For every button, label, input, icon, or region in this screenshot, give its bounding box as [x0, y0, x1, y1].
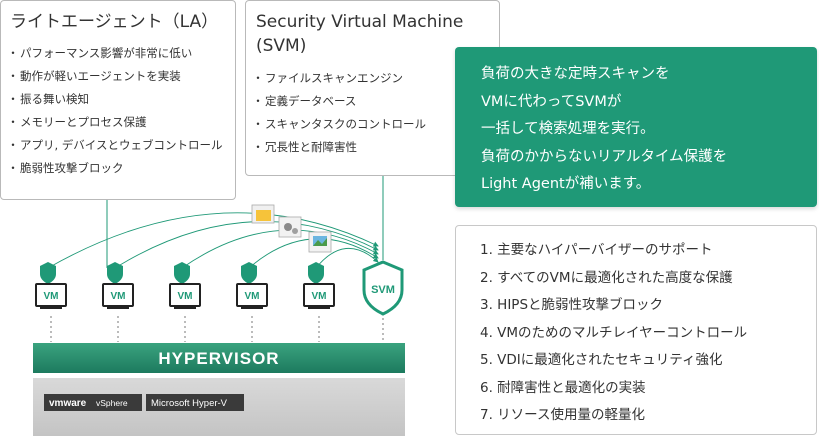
callout-text: 負荷の大きな定時スキャンを VMに代わってSVMが 一括して検索処理を実行。 負…	[481, 61, 727, 199]
list-item: ・メモリーとプロセス保護	[6, 111, 222, 134]
svm-shield-icon	[362, 260, 404, 316]
feature-item: 6. 耐障害性と最適化の実装	[480, 379, 646, 396]
list-item-text: 定義データベース	[265, 94, 357, 108]
svm-node: SVM	[362, 260, 404, 316]
feature-item: 3. HIPSと脆弱性攻撃ブロック	[480, 297, 664, 313]
bullet: ・	[7, 92, 19, 106]
list-item: ・スキャンタスクのコントロール	[251, 113, 426, 136]
list-item-text: 動作が軽いエージェントを実装	[20, 69, 181, 83]
list-item-text: 振る舞い検知	[20, 92, 89, 106]
scan-flow-line	[114, 221, 379, 269]
bullet: ・	[7, 161, 19, 175]
scan-flow-line	[315, 248, 379, 269]
bullet: ・	[7, 138, 19, 152]
features-list: 1. 主要なハイパーバイザーのサポート 2. すべてのVMに最適化された高度な保…	[480, 237, 747, 430]
light-agent-box: ライトエージェント（LA） ・パフォーマンス影響が非常に低い ・動作が軽いエージ…	[0, 0, 236, 200]
list-item-text: 冗長性と耐障害性	[265, 140, 357, 154]
image-file-icon	[308, 231, 332, 253]
vm-node: VM	[236, 262, 268, 309]
shield-icon	[107, 262, 123, 284]
svm-title: Security Virtual Machine (SVM)	[256, 12, 464, 56]
callout-line: VMに代わってSVMが	[481, 93, 622, 110]
vm-label: VM	[245, 291, 260, 302]
vm-node: VM	[102, 262, 134, 309]
svm-feature-list: ・ファイルスキャンエンジン ・定義データベース ・スキャンタスクのコントロール …	[251, 67, 426, 159]
list-item-text: メモリーとプロセス保護	[20, 115, 147, 129]
feature-item: 1. 主要なハイパーバイザーのサポート	[480, 242, 713, 258]
list-item: ・振る舞い検知	[6, 88, 222, 111]
features-box: 1. 主要なハイパーバイザーのサポート 2. すべてのVMに最適化された高度な保…	[455, 225, 817, 435]
list-item: ・パフォーマンス影響が非常に低い	[6, 42, 222, 65]
callout-line: 負荷の大きな定時スキャンを	[481, 66, 670, 82]
feature-item: 2. すべてのVMに最適化された高度な保護	[480, 269, 733, 286]
bullet: ・	[7, 115, 19, 129]
callout-line: Light Agentが補います。	[481, 176, 651, 192]
bullet: ・	[252, 117, 264, 131]
bullet: ・	[252, 94, 264, 108]
callout-line: 一括して検索処理を実行。	[481, 121, 655, 137]
list-item: ・動作が軽いエージェントを実装	[6, 65, 222, 88]
folder-icon	[251, 204, 275, 224]
list-item-text: アプリ, デバイスとウェブコントロール	[20, 138, 223, 152]
vm-label: VM	[111, 291, 126, 302]
vmware-badge	[44, 394, 142, 411]
callout-line: 負荷のかからないリアルタイム保護を	[481, 148, 728, 165]
bullet: ・	[7, 69, 19, 83]
scan-flow-line	[47, 212, 379, 269]
bullet: ・	[252, 140, 264, 154]
list-item: ・脆弱性攻撃ブロック	[6, 157, 222, 180]
list-item-text: スキャンタスクのコントロール	[265, 117, 426, 131]
hypervisor-label: HYPERVISOR	[158, 349, 279, 368]
bullet: ・	[7, 46, 19, 60]
shield-icon	[40, 262, 56, 284]
feature-item: 4. VMのためのマルチレイヤーコントロール	[480, 324, 748, 341]
list-item-text: ファイルスキャンエンジン	[265, 71, 403, 85]
list-item: ・アプリ, デバイスとウェブコントロール	[6, 134, 222, 157]
bullet: ・	[252, 71, 264, 85]
hyperv-label: Microsoft Hyper-V	[151, 398, 228, 409]
list-item-text: 脆弱性攻撃ブロック	[20, 161, 124, 175]
hyperv-badge	[146, 394, 244, 411]
svm-label: SVM	[371, 284, 395, 296]
vm-node: VM	[35, 262, 67, 309]
callout-box: 負荷の大きな定時スキャンを VMに代わってSVMが 一括して検索処理を実行。 負…	[455, 47, 817, 207]
vm-node: VM	[169, 262, 201, 309]
vm-hypervisor-links	[50, 316, 384, 342]
list-item-text: パフォーマンス影響が非常に低い	[20, 46, 193, 60]
vm-label: VM	[44, 291, 59, 302]
vm-label: VM	[178, 291, 193, 302]
shield-icon	[308, 262, 324, 284]
light-agent-feature-list: ・パフォーマンス影響が非常に低い ・動作が軽いエージェントを実装 ・振る舞い検知…	[6, 42, 222, 180]
hypervisor-band	[33, 343, 405, 373]
feature-item: 7. リソース使用量の軽量化	[480, 407, 645, 423]
shield-icon	[174, 262, 190, 284]
gear-file-icon	[278, 216, 302, 238]
list-item: ・定義データベース	[251, 90, 426, 113]
list-item: ・ファイルスキャンエンジン	[251, 67, 426, 90]
shield-icon	[241, 262, 257, 284]
feature-item: 5. VDIに最適化されたセキュリティ強化	[480, 352, 723, 368]
vm-node: VM	[303, 262, 335, 309]
light-agent-title: ライトエージェント（LA）	[10, 12, 219, 32]
vmware-brand: vmware	[49, 398, 87, 409]
vmware-product: vSphere	[96, 398, 128, 408]
vm-label: VM	[312, 291, 327, 302]
list-item: ・冗長性と耐障害性	[251, 136, 426, 159]
